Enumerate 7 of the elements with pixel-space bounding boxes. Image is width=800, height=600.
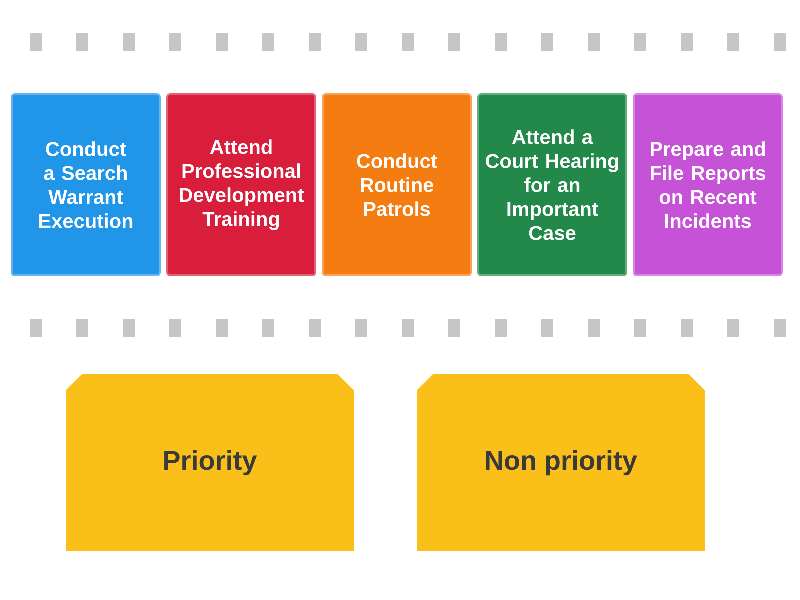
answer-card: Conduct Routine Patrols: [322, 94, 472, 276]
answer-card: Prepare and File Reports on Recent Incidents: [633, 94, 783, 276]
answer-card: Conduct a Search Warrant Execution: [11, 94, 161, 276]
category-box: Non priority: [417, 374, 705, 552]
category-box: Priority: [66, 374, 354, 552]
answer-card: Attend Professional Development Training: [166, 94, 316, 276]
answer-card: Attend a Court Hearing for an Important Case: [478, 94, 628, 276]
